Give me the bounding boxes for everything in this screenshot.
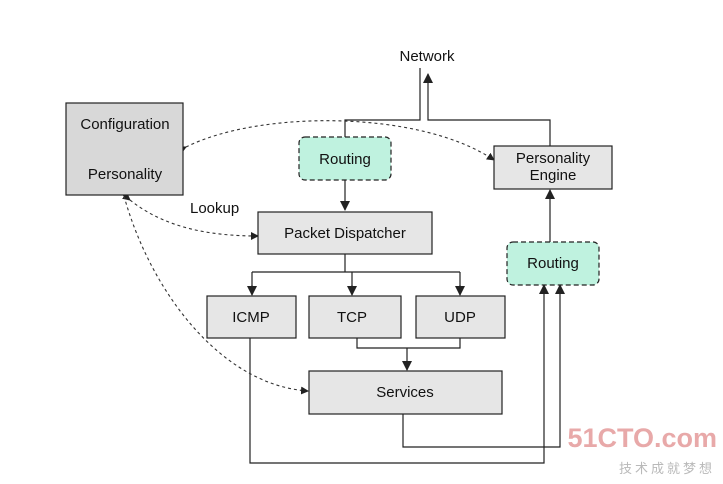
personality-engine-line2: Engine <box>530 167 577 184</box>
network-label: Network <box>399 48 455 65</box>
watermark-sub: 技术成就梦想 <box>619 461 715 477</box>
services-to-routing-line <box>402 284 565 448</box>
dashed-connections <box>118 120 495 395</box>
services-label: Services <box>376 384 434 401</box>
configuration-label: Configuration <box>80 116 169 133</box>
icmp-box: ICMP <box>206 295 297 339</box>
dispatcher-to-protocols-line <box>251 254 461 294</box>
network-to-routing-line <box>344 68 421 137</box>
tcp-udp-to-services-line <box>356 338 461 370</box>
watermark-main: 51CTO.com <box>567 423 717 453</box>
tcp-label: TCP <box>337 309 367 326</box>
engine-to-network-line <box>423 73 551 146</box>
tcp-box: TCP <box>308 295 402 339</box>
personality-label: Personality <box>88 166 163 183</box>
config-to-engine-dashed <box>177 120 495 161</box>
services-box: Services <box>308 370 503 415</box>
personality-engine-box: Personality Engine <box>493 145 613 190</box>
config-to-services-dashed <box>118 188 309 395</box>
routing-top-box: Routing <box>298 136 392 181</box>
icmp-label: ICMP <box>232 309 270 326</box>
udp-box: UDP <box>415 295 506 339</box>
packet-dispatcher-label: Packet Dispatcher <box>284 225 406 242</box>
icmp-to-routing-line <box>249 284 549 464</box>
routing-top-label: Routing <box>319 151 371 168</box>
routing-right-box: Routing <box>506 241 600 286</box>
lookup-label: Lookup <box>190 200 239 217</box>
personality-engine-line1: Personality <box>516 150 591 167</box>
routing-right-label: Routing <box>527 255 579 272</box>
configuration-box: Configuration Personality <box>65 102 184 196</box>
packet-dispatcher-box: Packet Dispatcher <box>257 211 433 255</box>
udp-label: UDP <box>444 309 476 326</box>
watermark: 51CTO.com 技术成就梦想 <box>567 423 717 477</box>
